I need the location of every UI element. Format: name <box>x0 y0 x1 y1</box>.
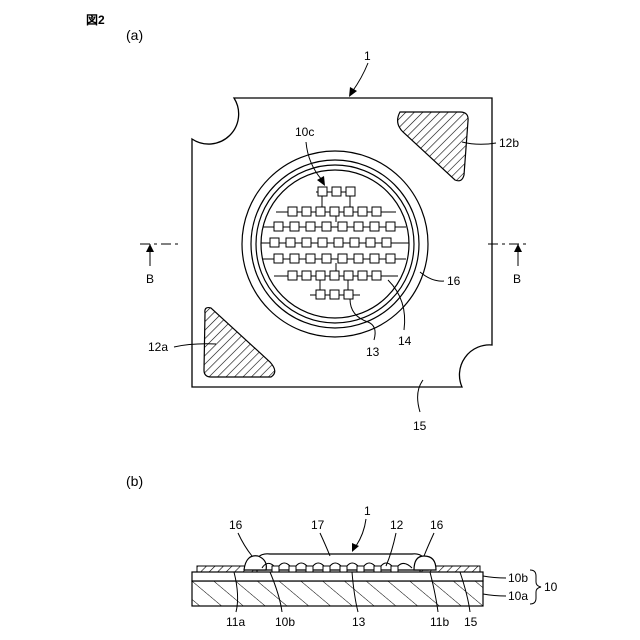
chip-label-b: 13 <box>352 615 366 629</box>
panel-a-label: (a) <box>126 27 143 43</box>
insulator-label: 10b <box>275 615 295 629</box>
pad-12b-label: 12b <box>499 136 519 150</box>
pad-label-b: 12 <box>390 518 404 532</box>
dam-right-leader <box>424 533 434 556</box>
wire-label: 14 <box>398 334 412 348</box>
device-label-b: 1 <box>364 504 371 518</box>
substrate-label-b: 15 <box>464 615 478 629</box>
encapsulant-label: 17 <box>311 518 325 532</box>
substrate-label-a: 15 <box>413 419 427 433</box>
section-label-right: B <box>513 272 521 286</box>
dam-right-label: 16 <box>430 518 444 532</box>
base-layer-10a <box>192 581 483 606</box>
device-leader-b <box>356 519 366 546</box>
layer-10b-label: 10b <box>508 571 528 585</box>
chip-label-a: 13 <box>366 345 380 359</box>
board-label: 10 <box>544 580 558 594</box>
layer-10a-label: 10a <box>508 589 528 603</box>
device-arrow-b <box>352 543 359 552</box>
section-arrow-right-head <box>514 244 522 252</box>
wiring-11b-label: 11b <box>430 615 449 629</box>
device-label-a: 1 <box>364 49 371 63</box>
layer-10b-leader <box>483 576 506 578</box>
encapsulant-leader <box>320 533 330 556</box>
section-label-left: B <box>146 272 154 286</box>
dam-right <box>414 556 436 570</box>
dam-label-a: 16 <box>447 274 461 288</box>
device-leader-a <box>352 63 368 92</box>
chip-area-label: 10c <box>295 125 314 139</box>
board-brace <box>530 570 541 604</box>
dam-left-label: 16 <box>229 518 243 532</box>
dam-left-leader <box>238 533 252 556</box>
pad-12a-label: 12a <box>148 340 168 354</box>
panel-b-label: (b) <box>126 473 143 489</box>
layer-10a-leader <box>483 594 506 596</box>
figure-title: 図2 <box>86 13 105 27</box>
wiring-11a-label: 11a <box>226 615 245 629</box>
device-arrow-a <box>349 87 357 97</box>
section-arrow-left-head <box>146 244 154 252</box>
